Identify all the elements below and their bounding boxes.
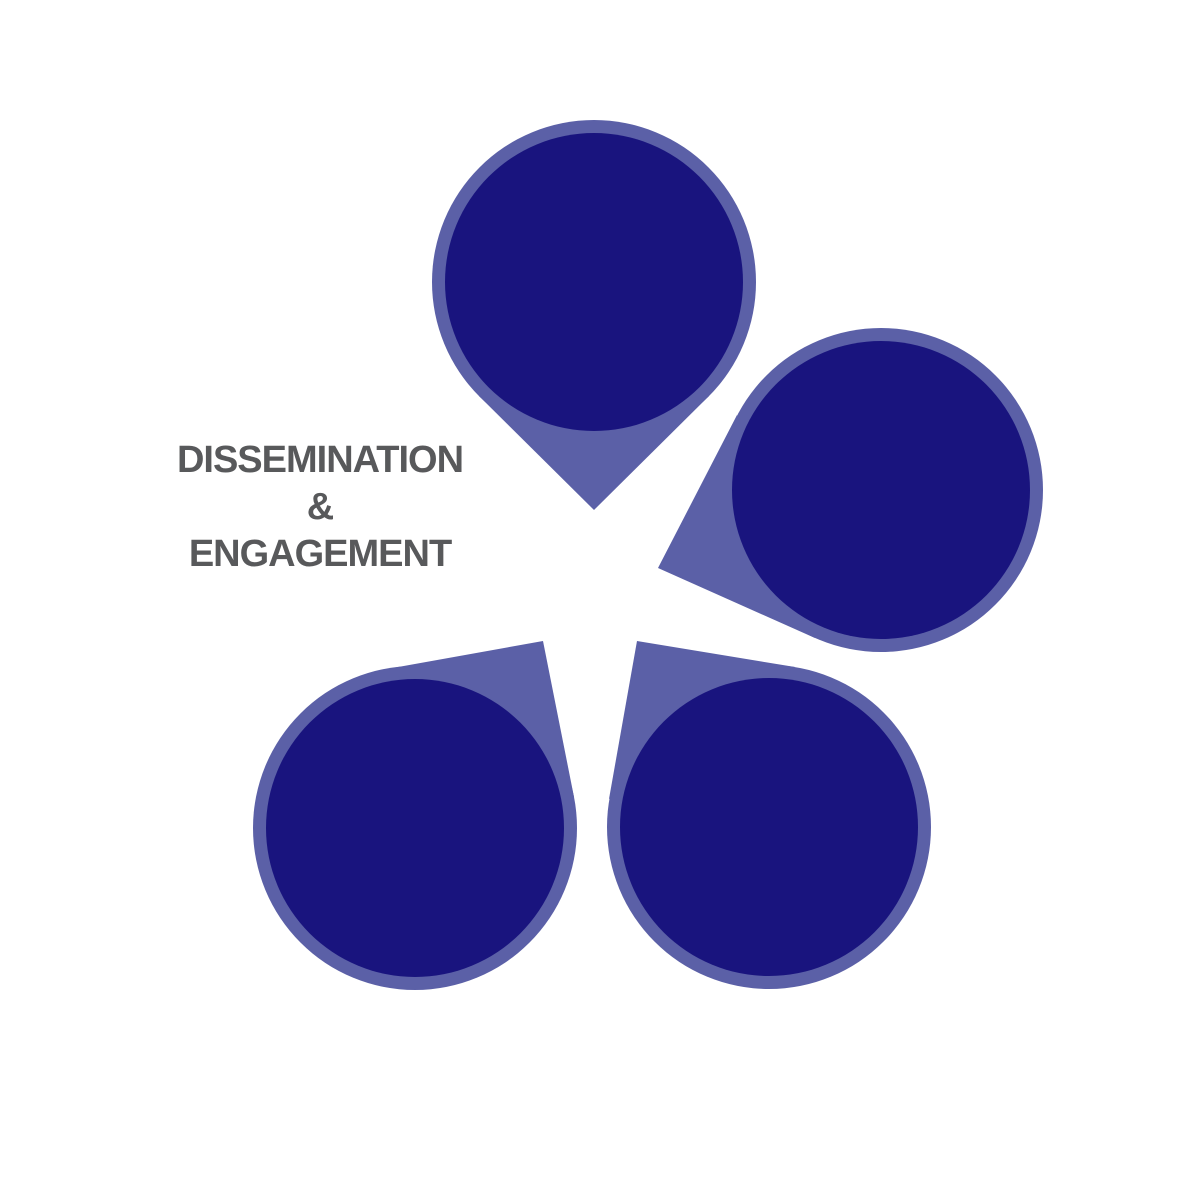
- label-line-1: DISSEMINATION: [176, 439, 464, 481]
- petal-top-core-circle: [445, 133, 743, 431]
- petal-top: [432, 120, 756, 510]
- label-line-3: ENGAGEMENT: [188, 533, 452, 575]
- petal-bottom-right: [607, 641, 931, 989]
- petal-top-tail: [479, 396, 709, 510]
- label-line-2: &: [306, 486, 334, 528]
- diagram-label: DISSEMINATION & ENGAGEMENT: [130, 437, 510, 578]
- petal-bottom-left: [253, 641, 577, 990]
- petal-right-core-circle: [732, 341, 1030, 639]
- petal-right: [658, 328, 1043, 652]
- petal-bottom-left-core-circle: [266, 679, 564, 977]
- petal-bottom-right-core-circle: [620, 678, 918, 976]
